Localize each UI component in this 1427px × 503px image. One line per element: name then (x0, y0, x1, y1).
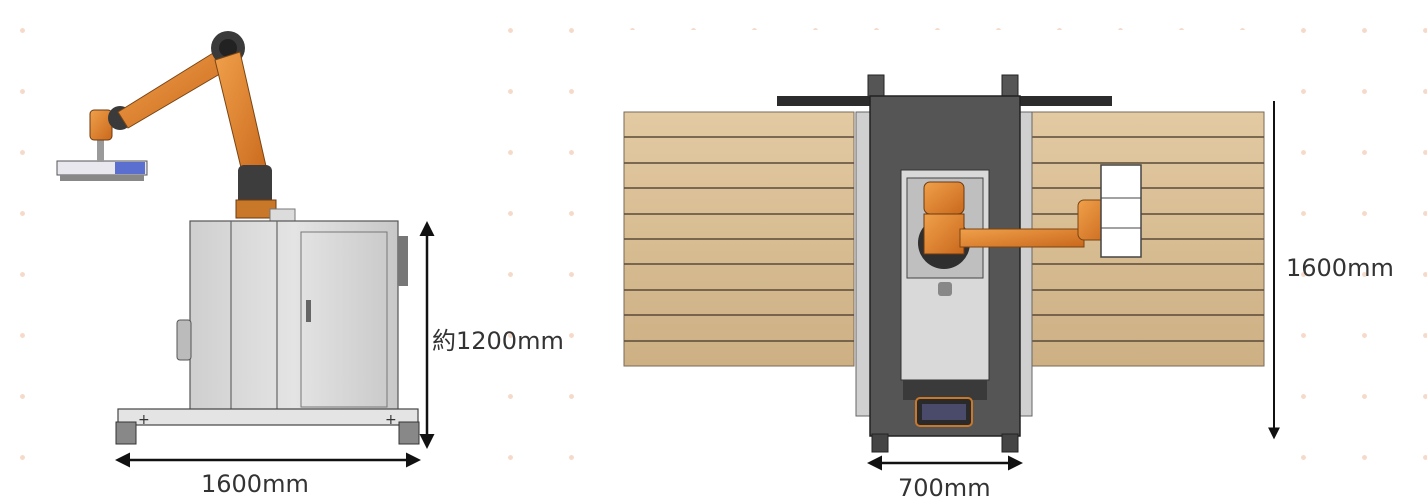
side-height-label: 約1200mm (432, 327, 564, 355)
side-view-robot (56, 31, 277, 219)
svg-text:+: + (138, 412, 150, 428)
vacuum-gripper (56, 138, 148, 181)
side-view-cabinet: + + (115, 208, 420, 445)
top-view-robot (918, 164, 1142, 269)
top-width-label: 700mm (898, 474, 991, 502)
top-view-left-pallet (623, 111, 855, 367)
top-depth-label: 1600mm (1286, 254, 1394, 282)
svg-text:+: + (385, 412, 397, 428)
side-width-label: 1600mm (201, 470, 309, 498)
